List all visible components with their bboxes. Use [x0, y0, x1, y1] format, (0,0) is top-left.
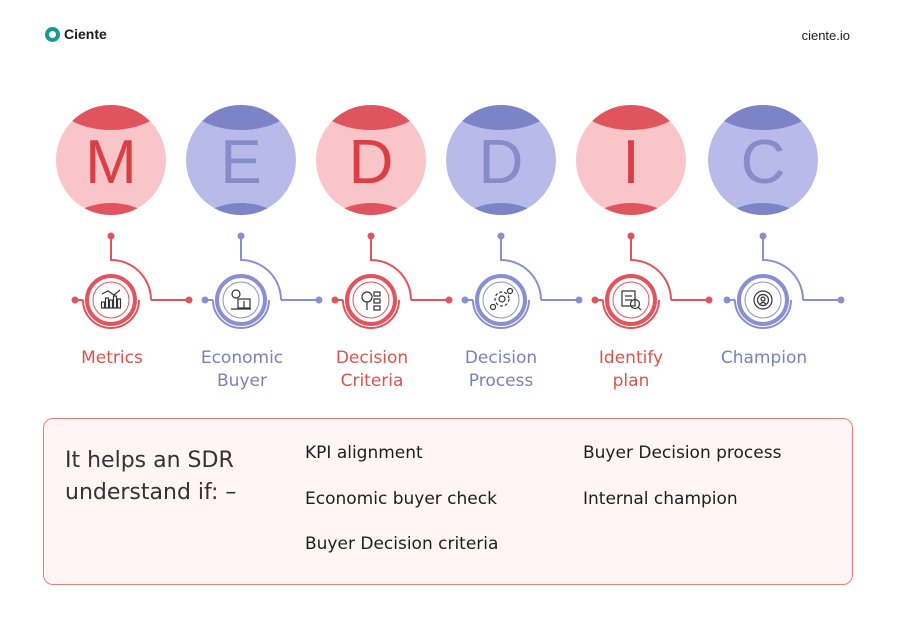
point-kpi-alignment: KPI alignment	[305, 443, 423, 463]
medic-connector	[331, 232, 453, 329]
plan-search-icon	[605, 274, 657, 326]
info-box: It helps an SDR understand if: – KPI ali…	[43, 418, 853, 585]
medic-connector	[723, 232, 845, 329]
point-internal-champion: Internal champion	[583, 489, 738, 509]
champion-badge-icon	[737, 274, 789, 326]
money-growth-icon	[215, 274, 267, 326]
intro-text: It helps an SDR understand if: –	[65, 448, 237, 505]
brand-name: Ciente	[64, 26, 107, 42]
label-metrics: Metrics	[81, 348, 143, 368]
bar-chart-icon	[85, 274, 137, 326]
medic-connector	[591, 232, 713, 329]
label-champion: Champion	[720, 348, 808, 368]
site-url: ciente.io	[801, 28, 850, 43]
medic-letter: D	[349, 128, 394, 197]
medic-connector	[201, 232, 323, 329]
brand: Ciente	[45, 26, 107, 42]
point-economic-buyer-check: Economic buyer check	[305, 489, 497, 509]
medic-letter: D	[479, 128, 524, 197]
medic-connector	[71, 232, 193, 329]
medic-letter: M	[85, 128, 137, 197]
ciente-logo-icon	[45, 26, 60, 42]
criteria-checklist-icon	[345, 274, 397, 326]
point-buyer-decision-criteria: Buyer Decision criteria	[305, 534, 499, 554]
medic-letter: E	[220, 128, 261, 197]
process-gear-icon	[475, 274, 527, 326]
medic-letter: I	[622, 128, 639, 197]
point-buyer-decision-process: Buyer Decision process	[583, 443, 782, 463]
medic-letter: C	[741, 128, 786, 197]
medic-connector	[461, 232, 583, 329]
